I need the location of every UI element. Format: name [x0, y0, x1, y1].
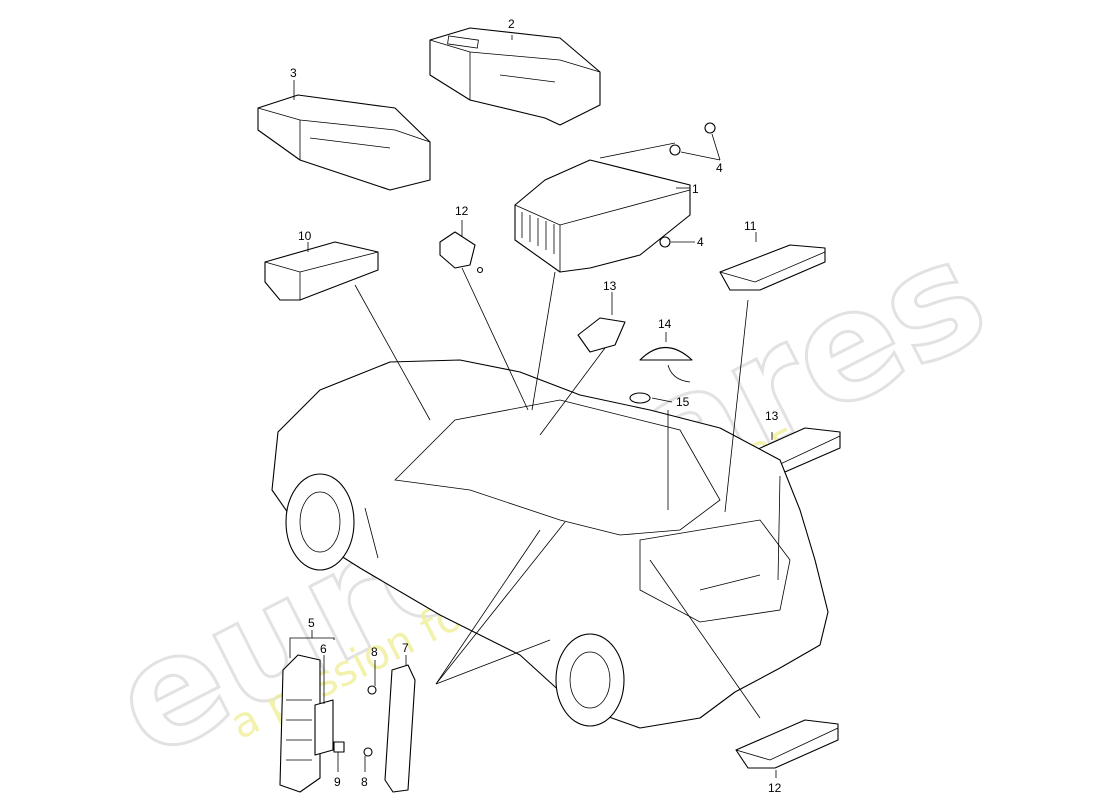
part-9-clip[interactable]	[333, 741, 345, 753]
callout-8b: 8	[361, 775, 368, 789]
callout-6: 6	[320, 642, 327, 656]
part-3-control-unit[interactable]	[257, 94, 431, 191]
part-16-roof-antenna[interactable]	[639, 347, 693, 383]
part-8-screw[interactable]	[363, 685, 377, 757]
callout-7: 7	[402, 641, 409, 655]
part-14-bracket[interactable]	[439, 231, 484, 274]
callout-3: 3	[290, 66, 297, 80]
part-5-telephone-handset[interactable]	[279, 654, 321, 793]
vehicle-outline	[271, 359, 829, 729]
part-6-cover[interactable]	[314, 699, 334, 756]
callout-4a: 4	[716, 161, 723, 175]
callout-4b: 4	[697, 235, 704, 249]
callout-17: 15	[676, 395, 690, 409]
part-11-antenna-module[interactable]	[719, 244, 826, 291]
callout-14: 12	[455, 204, 469, 218]
part-17-seal[interactable]	[629, 392, 651, 404]
callout-8a: 8	[371, 645, 378, 659]
part-2-control-unit[interactable]	[429, 27, 601, 126]
part-12-antenna-module[interactable]	[735, 719, 839, 769]
callout-11: 11	[744, 219, 757, 233]
callout-15: 13	[603, 279, 617, 293]
part-7-holder[interactable]	[384, 664, 416, 793]
leader-lines	[289, 35, 781, 778]
callout-2: 2	[508, 17, 515, 31]
part-4-nut[interactable]	[659, 122, 716, 248]
callout-9: 9	[334, 775, 341, 789]
callout-10: 10	[298, 229, 312, 243]
part-1-amplifier[interactable]	[514, 159, 691, 273]
callout-12: 12	[768, 781, 782, 795]
callout-labels: 2 3 4 1 12 10 11 4 13 14 15 13 5 6 7 8 9…	[290, 17, 782, 795]
callout-5: 5	[308, 616, 315, 630]
part-10-module[interactable]	[264, 241, 379, 301]
callout-1: 1	[692, 182, 699, 196]
callout-16: 14	[658, 317, 672, 331]
part-15-component[interactable]	[577, 317, 626, 353]
callout-13: 13	[765, 409, 779, 423]
